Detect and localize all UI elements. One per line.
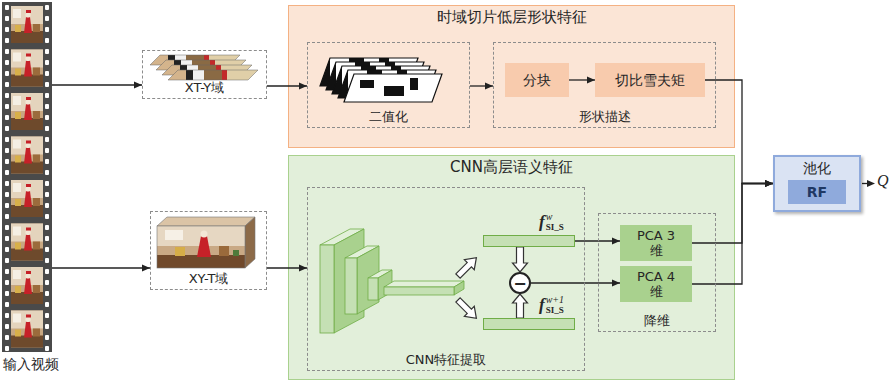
node-title: CNN高层语义特征: [450, 158, 573, 176]
feature-vector-bar: fwSI_S: [483, 235, 575, 247]
film-strip: [2, 2, 52, 352]
arrowhead: [299, 265, 307, 272]
node-label: XY-T域: [189, 271, 229, 287]
binarization-box: 二值化: [307, 42, 470, 128]
random-forest-box: RF: [788, 180, 846, 204]
connector: [569, 77, 595, 84]
video-frame: [11, 6, 43, 43]
connector: [267, 265, 307, 272]
node-label: PCA 4维: [634, 269, 678, 299]
arrowhead: [612, 280, 620, 287]
connector: [513, 247, 528, 272]
arrowhead: [765, 180, 773, 187]
hollow-split-arrows: [453, 253, 481, 324]
node-label: 降维: [644, 313, 670, 329]
node-label: 形状描述: [579, 109, 631, 125]
connector: [692, 180, 773, 243]
subscript: SI_S: [546, 222, 564, 233]
node-label: CNN特征提取: [406, 352, 487, 368]
connector-line: [692, 184, 773, 285]
video-frame: [11, 50, 43, 87]
cnn-feature-panel: CNN高层语义特征CNN特征提取fwSI_Sfw+1SI_S−降维PCA 3维P…: [288, 155, 735, 380]
connector: [513, 294, 528, 318]
arrowhead: [485, 83, 493, 90]
video-frame: [11, 224, 43, 261]
video-frame: [11, 311, 43, 348]
dimension-reduction-box: 降维 PCA 3维 PCA 4维: [598, 213, 716, 332]
connector: [267, 83, 307, 90]
connector: [470, 83, 493, 90]
hollow-arrow: [513, 247, 528, 272]
subscript: SI_S: [546, 305, 564, 316]
arrowhead: [612, 238, 620, 245]
node-label: 分块: [523, 72, 551, 89]
index-stack: wSI_S: [546, 211, 564, 233]
node-title: 池化: [803, 160, 831, 177]
connector: [52, 82, 142, 89]
superscript: w+1: [546, 294, 564, 305]
connector-line: [52, 267, 150, 268]
node-title: 时域切片低层形状特征: [437, 8, 587, 26]
chebyshev-moment-box: 切比雪夫矩: [595, 63, 705, 97]
connector-line: [531, 282, 620, 283]
xt-slice-stack: [150, 55, 258, 80]
binary-slice-stack: [320, 58, 442, 102]
arrowhead: [142, 265, 150, 272]
xy-frame-cube: [157, 217, 255, 268]
superscript: w: [546, 211, 564, 222]
connector: [692, 180, 773, 284]
cnn-network: [320, 229, 464, 333]
video-frame: [11, 93, 43, 130]
hollow-arrow: [513, 294, 528, 318]
output-label: Q: [877, 172, 889, 190]
connector: [52, 265, 150, 272]
arrowhead: [765, 180, 773, 187]
feature-symbol-letter: f: [539, 295, 545, 315]
shape-description-box: 形状描述 分块 切比雪夫矩: [493, 42, 716, 128]
node-label: PCA 3维: [634, 228, 678, 258]
block-split-box: 分块: [505, 63, 569, 97]
feature-symbol: fwSI_S: [539, 211, 564, 233]
xy-t-frame-box: XY-T域: [150, 211, 267, 290]
arrowhead: [765, 180, 773, 187]
video-frame: [11, 137, 43, 174]
connector-line: [52, 84, 142, 85]
output-arrow: [862, 180, 875, 187]
arrowhead: [134, 82, 142, 89]
video-frame: [11, 180, 43, 217]
node-label: 二值化: [369, 109, 408, 125]
feature-symbol: fw+1SI_S: [539, 294, 564, 316]
arrowhead: [299, 83, 307, 90]
pca-box: PCA 4维: [620, 266, 692, 302]
feature-vector-bar: fw+1SI_S: [483, 318, 575, 330]
node-label: XT-Y域: [185, 80, 225, 96]
xt-y-slice-box: XT-Y域: [142, 50, 267, 99]
pca-box: PCA 3维: [620, 225, 692, 261]
subtract-circle: −: [509, 272, 531, 294]
shape-feature-panel: 时域切片低层形状特征二值化 形状描述 分块 切比雪夫矩: [288, 5, 735, 148]
cnn-extraction-box: CNN特征提取fwSI_Sfw+1SI_S−: [307, 187, 585, 371]
arrowhead: [587, 77, 595, 84]
index-stack: w+1SI_S: [546, 294, 564, 316]
node-title: 输入视频: [3, 356, 59, 373]
node-label: RF: [807, 184, 827, 201]
node-label: 切比雪夫矩: [615, 72, 685, 89]
pooling-box: 池化 RF: [773, 155, 861, 212]
video-frame: [11, 267, 43, 304]
feature-symbol-letter: f: [539, 212, 545, 232]
video-film-strip: 输入视频: [2, 2, 52, 352]
connector: [531, 280, 620, 287]
node-label: −: [513, 274, 526, 293]
